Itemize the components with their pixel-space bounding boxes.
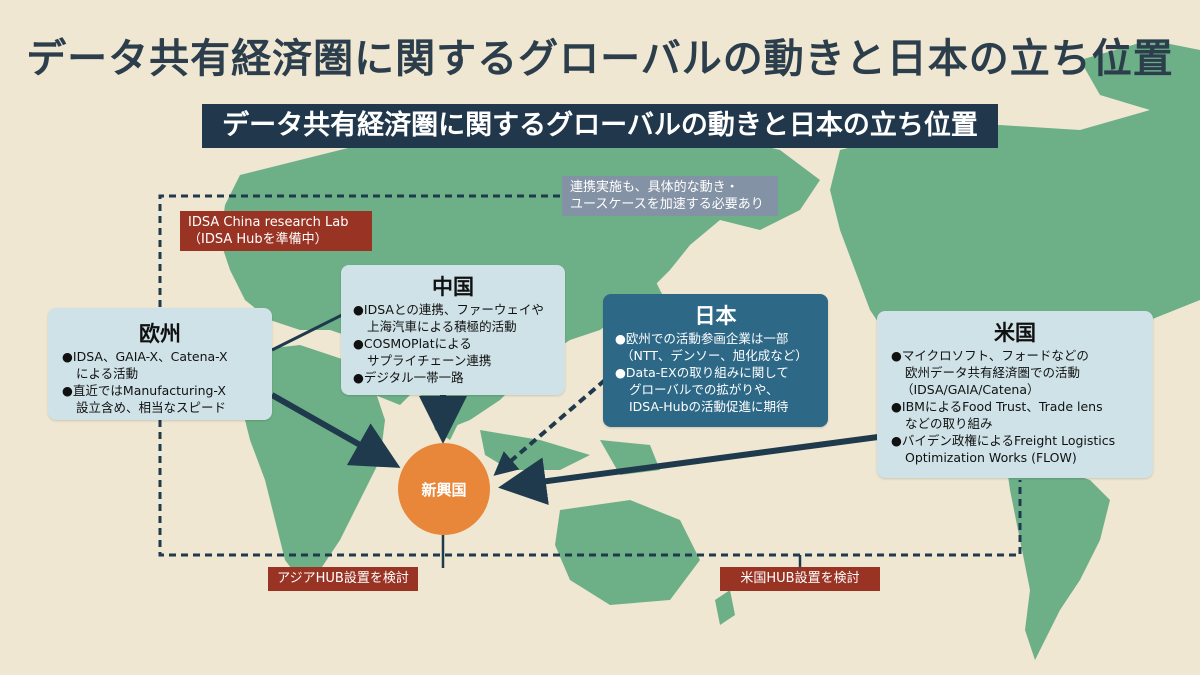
- list-item: ●COSMOPlatによる: [353, 336, 472, 351]
- list-item: による活動: [76, 366, 139, 381]
- africa-landmass: [240, 345, 385, 580]
- china-box: 中国 ●IDSAとの連携、ファーウェイや 上海汽車による積極的活動 ●COSMO…: [341, 265, 565, 395]
- list-item: ●IDSAとの連携、ファーウェイや: [353, 302, 544, 317]
- japan-box: 日本 ●欧州での活動参画企業は一部 （NTT、デンソー、旭化成など） ●Data…: [603, 294, 828, 427]
- page-title: データ共有経済圏に関するグローバルの動きと日本の立ち位置: [26, 36, 1174, 82]
- list-item: ●IBMによるFood Trust、Trade lens: [891, 399, 1103, 414]
- usa-title: 米国: [994, 321, 1036, 345]
- europe-arrow: [270, 392, 401, 468]
- usa-box: 米国 ●マイクロソフト、フォードなどの 欧州データ共有経済圏での活動 （IDSA…: [877, 311, 1153, 478]
- list-item: ●直近ではManufacturing-X: [62, 383, 226, 398]
- asia-hub-tag: アジアHUB設置を検討: [268, 567, 418, 591]
- list-item: ●デジタル一帯一路: [353, 370, 464, 385]
- australia-landmass: [555, 500, 700, 605]
- china-title: 中国: [432, 275, 474, 299]
- list-item: 上海汽車による積極的活動: [367, 319, 517, 334]
- list-item: などの取り組み: [905, 416, 993, 431]
- japan-arrow: [493, 378, 607, 476]
- list-item: グローバルでの拡がりや、: [629, 382, 779, 397]
- list-item: ●バイデン政権によるFreight Logistics: [891, 433, 1116, 448]
- china-lab-tag: IDSA China research Lab （IDSA Hubを準備中）: [180, 211, 372, 251]
- list-item: ●欧州での活動参画企業は一部: [615, 331, 789, 346]
- coordination-note: 連携実施も、具体的な動き・ ユースケースを加速する必要あり: [562, 176, 778, 216]
- list-item: 設立含め、相当なスピード: [76, 400, 227, 415]
- list-item: IDSA-Hubの活動促進に期待: [629, 399, 789, 414]
- europe-box: 欧州 ●IDSA、GAIA-X、Catena-X による活動 ●直近ではManu…: [48, 308, 272, 420]
- list-item: ●Data-EXの取り組みに関して: [615, 365, 789, 380]
- europe-china-connector: [271, 313, 343, 352]
- subtitle-banner: データ共有経済圏に関するグローバルの動きと日本の立ち位置: [202, 104, 998, 148]
- collaboration-frame: [158, 194, 1022, 557]
- south-america-landmass: [1005, 430, 1110, 660]
- list-item: ●IDSA、GAIA-X、Catena-X: [62, 349, 228, 364]
- us-hub-tag: 米国HUB設置を検討: [720, 567, 880, 591]
- list-item: Optimization Works (FLOW): [905, 450, 1077, 465]
- list-item: （NTT、デンソー、旭化成など）: [621, 348, 808, 363]
- list-item: サプライチェーン連携: [367, 353, 492, 368]
- usa-arrow: [498, 434, 879, 506]
- japan-title: 日本: [694, 304, 737, 328]
- emerging-markets-hub: 新興国: [398, 443, 490, 535]
- europe-title: 欧州: [139, 322, 181, 346]
- list-item: 欧州データ共有経済圏での活動: [905, 365, 1081, 380]
- list-item: ●マイクロソフト、フォードなどの: [891, 348, 1089, 363]
- list-item: （IDSA/GAIA/Catena）: [901, 382, 1040, 397]
